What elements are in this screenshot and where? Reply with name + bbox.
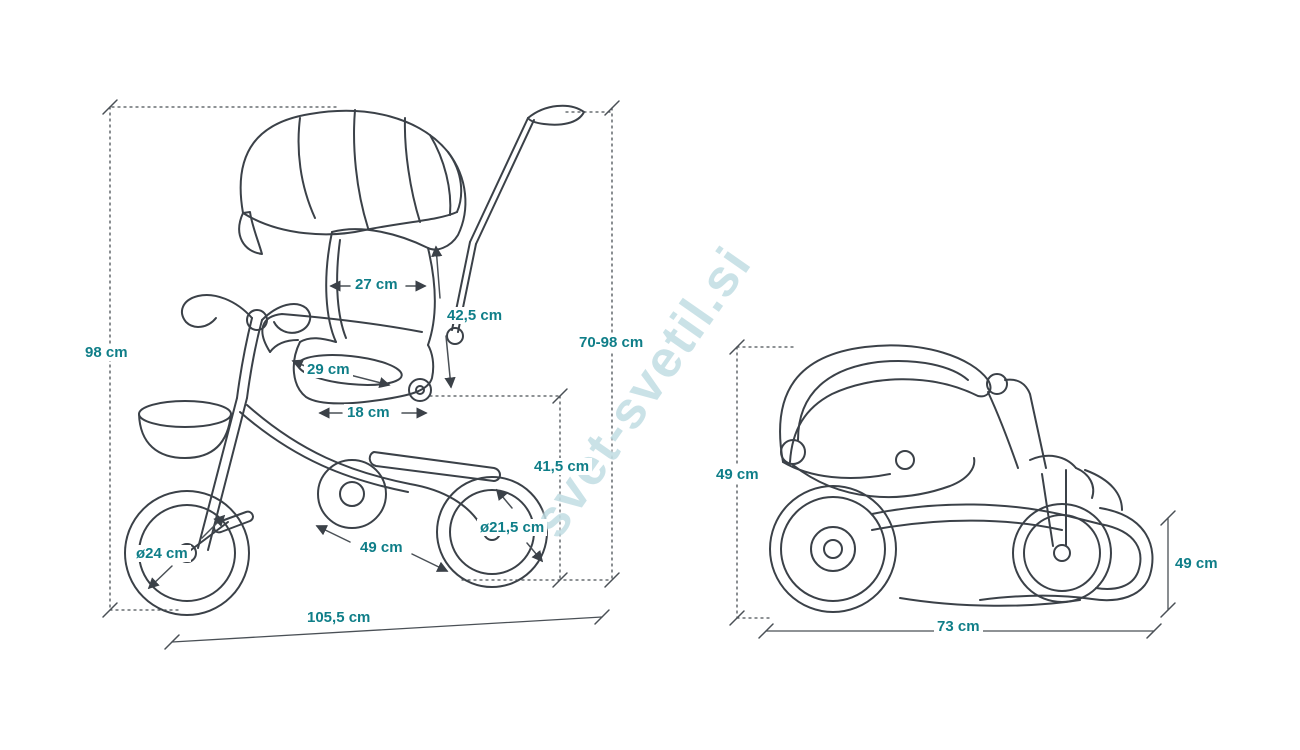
dim-label-backrest-length: 42,5 cm [444,307,506,324]
folded-dimension-lines [729,339,1176,639]
dim-label-folded-length: 73 cm [934,618,983,635]
open-dimension-lines [102,99,620,650]
dim-label-folded-width: 49 cm [1172,555,1221,572]
dim-label-total-height: 98 cm [82,344,131,361]
dim-label-seat-opening-width: 29 cm [304,361,353,378]
tricycle-folded-drawing [769,344,1154,613]
dim-label-seat-depth: 18 cm [344,404,393,421]
dim-label-rear-wheel-diameter: ø21,5 cm [477,519,548,536]
dim-label-seat-back-width: 27 cm [352,276,401,293]
dim-label-folded-height: 49 cm [713,466,762,483]
dim-label-total-length: 105,5 cm [304,609,374,626]
dim-label-front-wheel-diameter: ø24 cm [133,545,191,562]
dim-label-seat-height: 41,5 cm [531,458,593,475]
tricycle-open-drawing [124,104,585,616]
dim-label-rear-wheelbase: 49 cm [357,539,406,556]
dim-label-push-handle-height: 70-98 cm [576,334,647,351]
